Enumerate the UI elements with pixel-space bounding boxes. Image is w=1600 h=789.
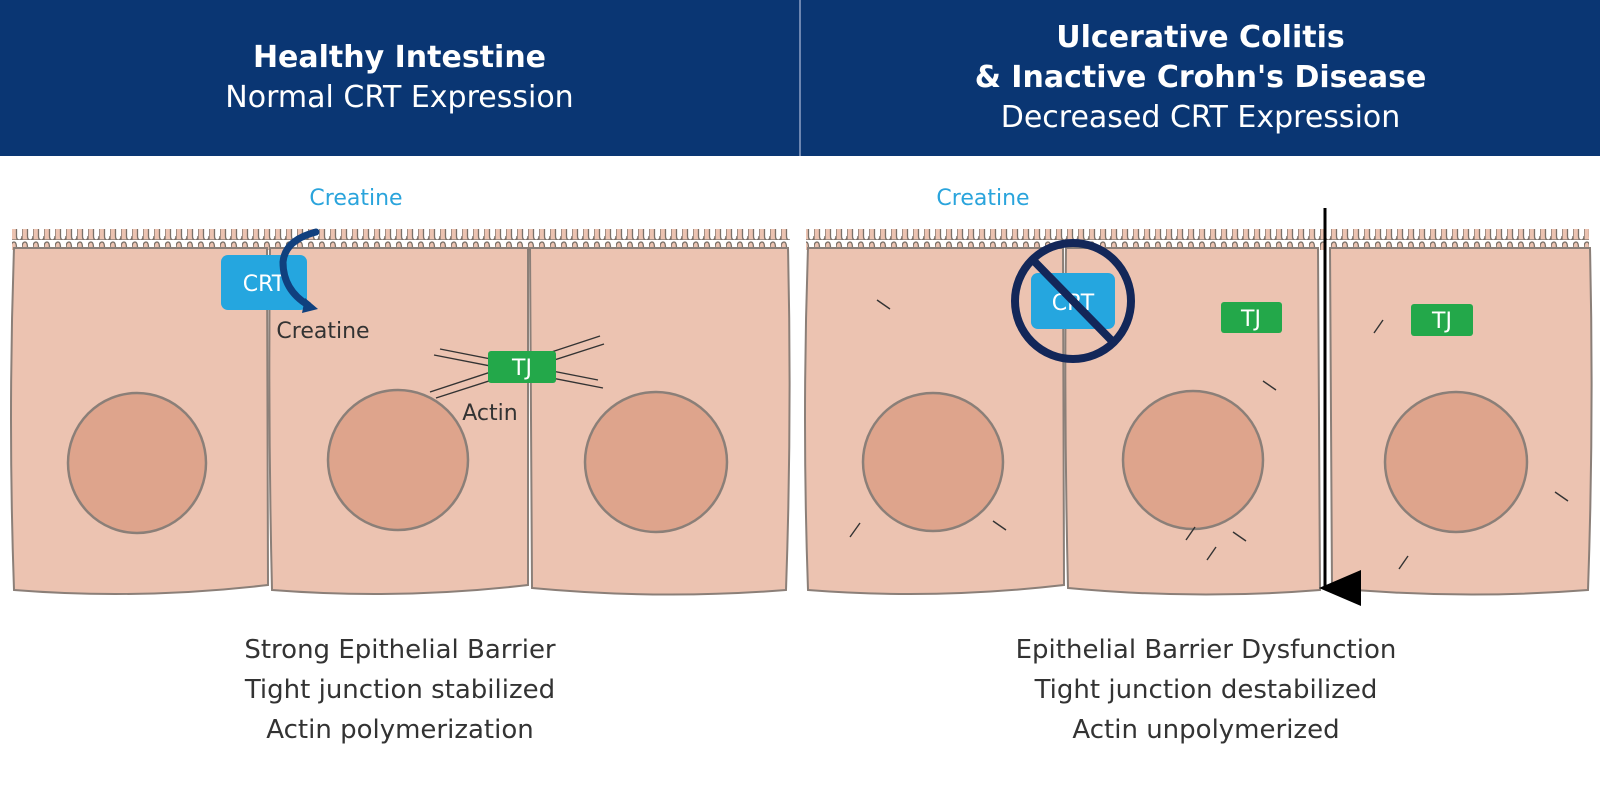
header-healthy-subtitle: Normal CRT Expression bbox=[225, 80, 574, 115]
healthy-brush-border bbox=[12, 229, 790, 250]
header-divider bbox=[799, 0, 801, 156]
disease-brush-border bbox=[806, 229, 1589, 250]
disease-cell-3 bbox=[1328, 247, 1593, 596]
caption-disease-line2: Tight junction destabilized bbox=[1034, 675, 1378, 705]
header-disease-title-line1: Ulcerative Colitis bbox=[1056, 20, 1345, 55]
tj-label-disease-1: TJ bbox=[1240, 307, 1261, 332]
header-healthy-title: Healthy Intestine bbox=[252, 40, 547, 75]
tj-label-disease-2: TJ bbox=[1431, 309, 1452, 334]
creatine-outside-label-disease: Creatine bbox=[936, 186, 1029, 211]
header-disease-title-line2: & Inactive Crohn's Disease bbox=[974, 60, 1427, 95]
nucleus bbox=[1121, 389, 1265, 531]
healthy-cell-1 bbox=[10, 247, 270, 595]
header-disease-subtitle: Decreased CRT Expression bbox=[1000, 100, 1401, 135]
caption-healthy: Strong Epithelial Barrier Tight junction… bbox=[0, 630, 800, 750]
healthy-cell-3 bbox=[528, 247, 791, 596]
crt-label-healthy: CRT bbox=[243, 272, 286, 297]
curved-arrow-head bbox=[302, 298, 318, 313]
tj-badge-disease-2 bbox=[1411, 304, 1473, 336]
nucleus bbox=[583, 390, 729, 534]
nucleus bbox=[66, 391, 208, 535]
prohibition-icon bbox=[1011, 239, 1135, 363]
disease-cell-1 bbox=[804, 247, 1066, 595]
disease-cell-2 bbox=[1064, 247, 1322, 596]
actin-label: Actin bbox=[462, 401, 517, 426]
caption-healthy-line2: Tight junction stabilized bbox=[244, 675, 556, 705]
nucleus bbox=[326, 388, 470, 532]
caption-disease-line1: Epithelial Barrier Dysfunction bbox=[1015, 635, 1397, 665]
healthy-epithelium: TJ Actin CRT Creatine Creatine bbox=[10, 186, 791, 596]
actin-fragments bbox=[849, 299, 1569, 570]
header-disease: Ulcerative Colitis & Inactive Crohn's Di… bbox=[801, 0, 1600, 156]
caption-disease-line3: Actin unpolymerized bbox=[1072, 715, 1340, 745]
disease-epithelium: TJ TJ CRT Creatine bbox=[804, 186, 1593, 606]
nucleus bbox=[1383, 390, 1529, 534]
caption-disease: Epithelial Barrier Dysfunction Tight jun… bbox=[806, 630, 1600, 750]
tj-badge-healthy bbox=[488, 351, 556, 383]
caption-healthy-line1: Strong Epithelial Barrier bbox=[244, 635, 556, 665]
curved-arrow-icon bbox=[279, 228, 320, 309]
header-healthy: Healthy Intestine Normal CRT Expression bbox=[0, 0, 799, 156]
creatine-inside-label: Creatine bbox=[276, 319, 369, 344]
caption-healthy-line3: Actin polymerization bbox=[266, 715, 534, 745]
healthy-cell-2 bbox=[268, 247, 529, 595]
nucleus bbox=[861, 391, 1005, 533]
creatine-outside-label-healthy: Creatine bbox=[309, 186, 402, 211]
tj-badge-disease-1 bbox=[1221, 302, 1282, 333]
tj-label-healthy: TJ bbox=[511, 356, 532, 381]
epithelium-diagram: TJ Actin CRT Creatine Creatine bbox=[10, 186, 1593, 606]
